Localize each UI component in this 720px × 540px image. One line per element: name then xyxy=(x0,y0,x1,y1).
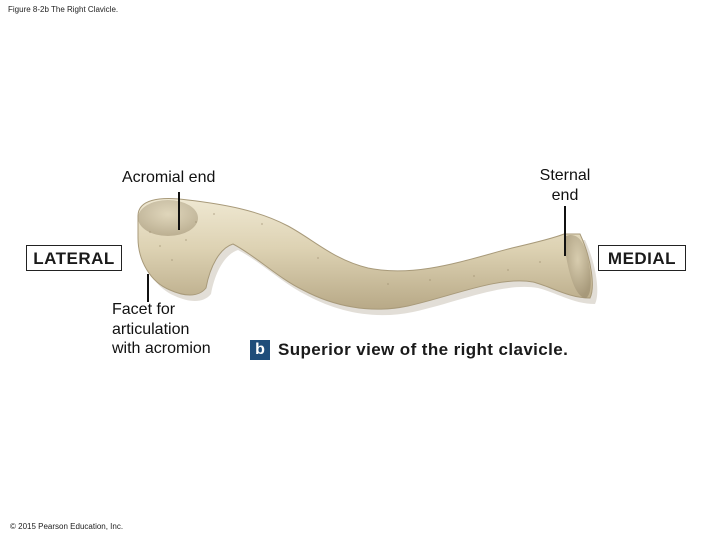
caption-text: Superior view of the right clavicle. xyxy=(278,340,569,359)
lateral-label: LATERAL xyxy=(26,245,122,271)
medial-label: MEDIAL xyxy=(598,245,686,271)
clavicle-bone xyxy=(137,198,593,310)
facet-label-line-3: with acromion xyxy=(112,340,211,357)
copyright-notice: © 2015 Pearson Education, Inc. xyxy=(10,522,124,531)
bone-texture xyxy=(149,213,541,285)
figure-title: Figure 8-2b The Right Clavicle. xyxy=(8,5,119,14)
facet-label-line-1: Facet for xyxy=(112,301,176,318)
caption-letter-badge: b xyxy=(250,340,270,360)
sternal-end-surface xyxy=(564,234,591,298)
facet-label: Facet for articulation with acromion xyxy=(112,300,211,359)
figure-caption: b Superior view of the right clavicle. xyxy=(250,338,568,362)
acromial-end-label: Acromial end xyxy=(122,169,216,186)
facet-label-line-2: articulation xyxy=(112,320,190,338)
sternal-end-label-line-1: Sternal xyxy=(539,167,591,184)
acromial-end-surface xyxy=(138,200,198,236)
sternal-end-label-line-2: end xyxy=(551,187,579,204)
sternal-end-label: Sternal end xyxy=(520,166,610,206)
